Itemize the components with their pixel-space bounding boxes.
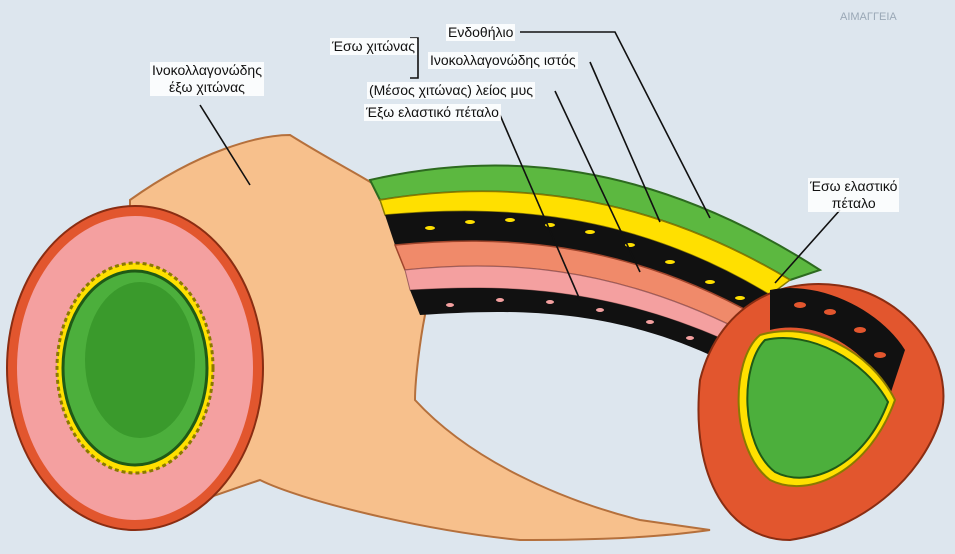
label-internal-elastic: Έσω ελαστικό πέταλο bbox=[808, 178, 900, 212]
external-elastic-strip bbox=[410, 287, 725, 355]
label-inner-connective: Ινοκολλαγονώδης ιστός bbox=[428, 52, 578, 69]
pink-speckles bbox=[446, 298, 694, 340]
label-internal-elastic-line1: Έσω ελαστικό bbox=[810, 178, 898, 194]
label-adventitia-line2: έξω χιτώνας bbox=[169, 79, 245, 95]
label-external-elastic: Έξω ελαστικό πέταλο bbox=[364, 104, 501, 121]
label-middle-muscle: (Μέσος χιτώνας) λείος μυς bbox=[367, 82, 535, 99]
leader-lines bbox=[199, 31, 841, 301]
label-endothelium: Ενδοθήλιο bbox=[446, 24, 516, 41]
label-adventitia: Ινοκολλαγονώδης έξω χιτώνας bbox=[150, 62, 264, 96]
left-cross-section bbox=[6, 205, 264, 531]
label-internal-elastic-line2: πέταλο bbox=[831, 195, 876, 211]
background-text: ΑΙΜΑΓΓΕΙΑ bbox=[840, 11, 897, 23]
adventitia-tube bbox=[129, 133, 711, 542]
label-adventitia-line1: Ινοκολλαγονώδης bbox=[152, 62, 262, 78]
label-outer-tunic-group: Έσω χιτώνας bbox=[330, 38, 418, 55]
internal-elastic-strip bbox=[385, 211, 770, 315]
right-cross-section bbox=[697, 283, 945, 542]
